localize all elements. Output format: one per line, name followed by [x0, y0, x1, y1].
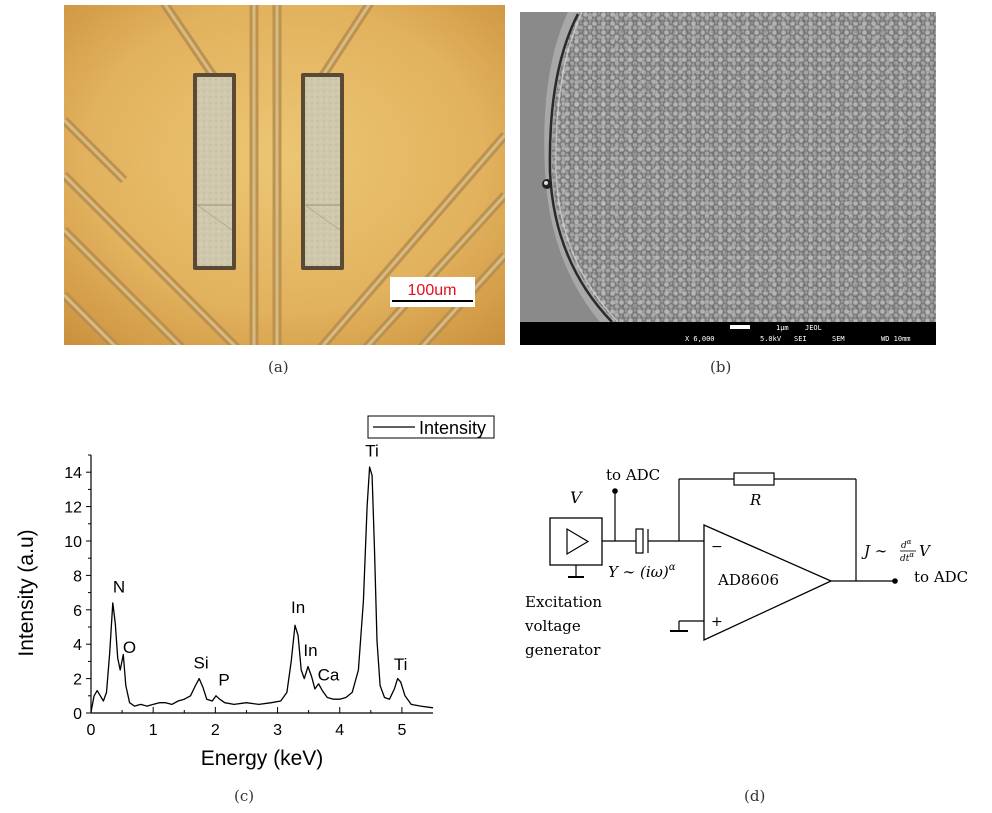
fractional-element: [635, 528, 649, 554]
sem-mode: SEM: [832, 335, 845, 343]
admittance-main: Y ∼ (iω): [608, 563, 669, 581]
x-tick-label: 0: [87, 722, 96, 739]
adc-label-right: to ADC: [914, 568, 968, 586]
adc-label-top: to ADC: [606, 466, 660, 484]
y-axis-title: Intensity (a.u): [15, 529, 38, 656]
x-tick-label: 5: [397, 722, 406, 739]
peak-label: N: [113, 578, 125, 597]
adc-terminal-right: [892, 578, 898, 584]
sem-vendor: JEOL: [805, 324, 822, 332]
scale-bar: 100um: [390, 277, 475, 307]
optical-micrograph: 100um: [60, 0, 509, 354]
y-tick-label: 8: [73, 568, 82, 585]
fraction-denominator: dtα: [900, 551, 914, 564]
peak-label: Ti: [394, 655, 408, 674]
caption-c: (c): [234, 787, 255, 805]
peak-label: Ti: [365, 442, 379, 461]
y-tick-label: 2: [73, 672, 82, 689]
generator-label-line-3: generator: [525, 641, 601, 659]
sem-micrograph: 1μm JEOL X 6,000 5.0kV SEI SEM WD 10mm: [520, 11, 936, 345]
caption-d: (d): [744, 787, 766, 805]
legend-label: Intensity: [419, 418, 486, 438]
x-axis-title: Energy (keV): [201, 747, 324, 770]
op-amp: − + AD8606: [703, 524, 833, 642]
x-tick-label: 1: [149, 722, 158, 739]
opamp-plus-label: +: [711, 614, 723, 630]
electrode-pad-right: [301, 73, 344, 270]
x-tick-label: 3: [273, 722, 282, 739]
scale-bar-label: 100um: [408, 282, 457, 299]
admittance-expression: Y ∼ (iω)α: [608, 562, 676, 581]
circuit-diagram-svg: V Excitation voltage generator R: [524, 466, 968, 659]
fraction-numerator: dα: [901, 538, 912, 551]
peak-label: Si: [193, 653, 208, 672]
opamp-model-label: AD8606: [717, 571, 779, 589]
resistor: [733, 472, 775, 486]
y-tick-label: 6: [73, 603, 82, 620]
optical-micrograph-image: 100um: [60, 0, 509, 354]
sem-magnification: X 6,000: [685, 335, 715, 343]
opamp-minus-label: −: [711, 539, 723, 555]
generator-symbol: V: [570, 488, 583, 507]
series-line-intensity: [90, 466, 434, 713]
sem-detector: SEI: [794, 335, 807, 343]
current-suffix: V: [919, 542, 932, 560]
sem-working-distance: WD 10mm: [881, 335, 911, 343]
chart-legend: Intensity: [367, 415, 495, 439]
sem-info-bar: 1μm JEOL X 6,000 5.0kV SEI SEM WD 10mm: [520, 322, 936, 345]
generator-label-line-1: Excitation: [525, 593, 602, 611]
x-tick-label: 2: [211, 722, 220, 739]
y-tick-label: 12: [64, 500, 82, 517]
sem-voltage: 5.0kV: [760, 335, 782, 343]
admittance-exponent: α: [669, 562, 676, 573]
generator-label-line-2: voltage: [524, 617, 581, 635]
peak-label: O: [123, 638, 136, 657]
peak-label: Ca: [318, 665, 340, 684]
circuit-wires: [602, 478, 895, 631]
amplifier-triangle-icon: [566, 527, 590, 556]
peak-label: In: [291, 598, 305, 617]
caption-b: (b): [710, 358, 732, 376]
sem-micrograph-image: 1μm JEOL X 6,000 5.0kV SEI SEM WD 10mm: [520, 11, 936, 345]
y-tick-label: 0: [73, 706, 82, 723]
legend-box: [367, 415, 495, 439]
sem-scale-label: 1μm: [776, 324, 789, 332]
x-tick-label: 4: [335, 722, 344, 739]
y-tick-label: 10: [64, 534, 82, 551]
chart-axes: [90, 455, 433, 714]
adc-terminal-top: [612, 488, 618, 494]
current-prefix: J ∼: [861, 542, 887, 560]
y-tick-label: 4: [73, 637, 82, 654]
electrode-pad-left: [193, 73, 236, 270]
peak-label: In: [303, 641, 317, 660]
resistor-label: R: [749, 491, 761, 509]
y-tick-label: 14: [64, 465, 82, 482]
chart-series: [90, 466, 434, 713]
circuit-diagram: V Excitation voltage generator R: [518, 455, 990, 675]
sem-scale-bar: [730, 325, 750, 329]
voltage-generator: V: [549, 488, 603, 578]
current-expression: J ∼ dα dtα V: [861, 538, 932, 564]
peak-label: P: [218, 670, 229, 689]
caption-a: (a): [268, 358, 289, 376]
